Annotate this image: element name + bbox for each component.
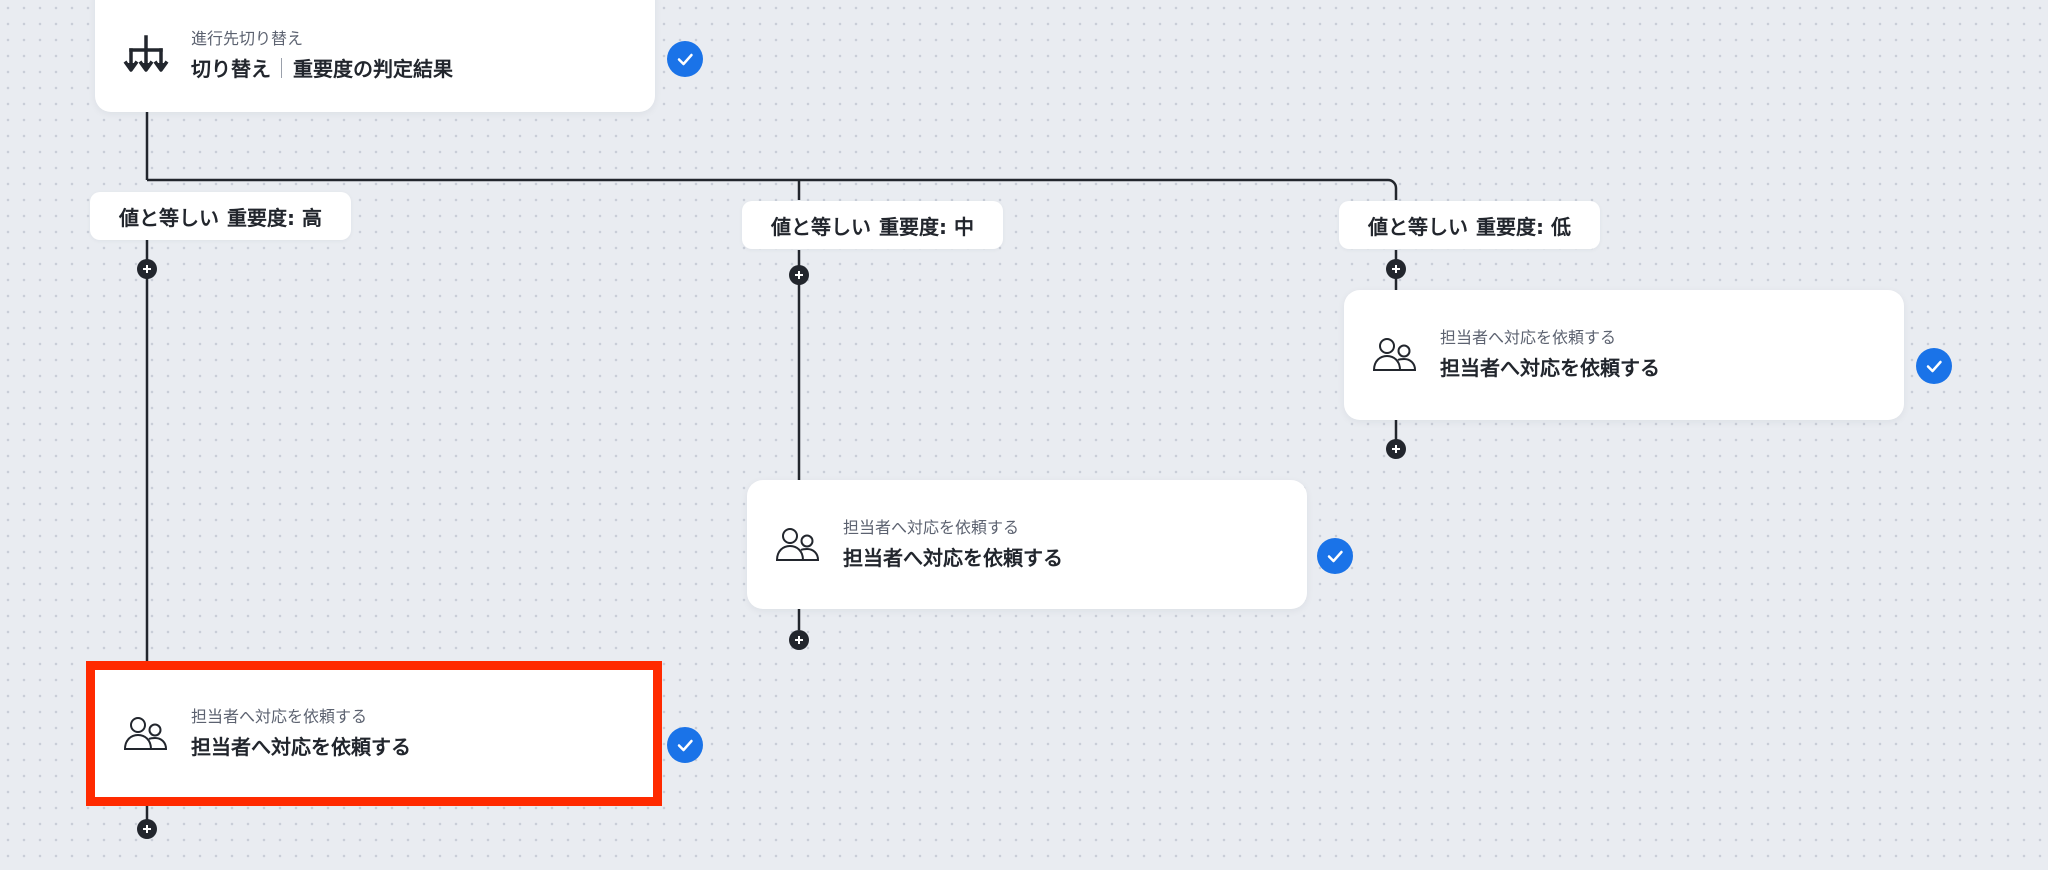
switch-node[interactable]: 進行先切り替え 切り替え重要度の判定結果 (95, 0, 655, 112)
plus-icon (795, 271, 803, 279)
check-icon (1916, 348, 1952, 384)
branch-condition-medium[interactable]: 値と等しい重要度: 中 (742, 201, 1003, 249)
branch-condition-value: 重要度: 低 (1476, 214, 1571, 239)
task-node-subtitle: 担当者へ対応を依頼する (843, 517, 1020, 537)
check-icon (667, 727, 703, 763)
add-step-button[interactable] (1386, 259, 1406, 279)
plus-icon (143, 265, 151, 273)
add-step-button[interactable] (137, 259, 157, 279)
people-icon (775, 522, 821, 568)
check-icon (667, 41, 703, 77)
plus-icon (143, 825, 151, 833)
plus-icon (1392, 445, 1400, 453)
task-node-title: 担当者へ対応を依頼する (843, 545, 1063, 570)
switch-node-subtitle: 進行先切り替え (191, 29, 304, 48)
title-divider (281, 58, 282, 78)
branch-condition-operator: 値と等しい (1368, 214, 1469, 239)
task-node-high[interactable]: 担当者へ対応を依頼する 担当者へ対応を依頼する (86, 661, 662, 806)
task-node-low[interactable]: 担当者へ対応を依頼する 担当者へ対応を依頼する (1344, 290, 1904, 420)
plus-icon (795, 636, 803, 644)
task-node-title: 担当者へ対応を依頼する (191, 734, 411, 759)
task-node-title: 担当者へ対応を依頼する (1440, 356, 1660, 380)
switch-node-title-prefix: 切り替え (191, 57, 271, 81)
people-icon (1372, 332, 1418, 378)
add-step-button[interactable] (1386, 439, 1406, 459)
switch-node-title-main: 重要度の判定結果 (293, 57, 453, 81)
branch-condition-operator: 値と等しい (119, 205, 220, 230)
task-node-medium[interactable]: 担当者へ対応を依頼する 担当者へ対応を依頼する (747, 480, 1307, 609)
branch-condition-value: 重要度: 高 (227, 205, 322, 230)
add-step-button[interactable] (137, 819, 157, 839)
plus-icon (1392, 265, 1400, 273)
add-step-button[interactable] (789, 630, 809, 650)
task-node-subtitle: 担当者へ対応を依頼する (1440, 328, 1617, 347)
add-step-button[interactable] (789, 265, 809, 285)
task-node-subtitle: 担当者へ対応を依頼する (191, 706, 368, 726)
branch-condition-value: 重要度: 中 (879, 214, 974, 239)
branch-condition-low[interactable]: 値と等しい重要度: 低 (1339, 201, 1600, 249)
switch-node-title: 切り替え重要度の判定結果 (191, 54, 453, 84)
branch-split-icon (123, 33, 169, 79)
check-icon (1317, 538, 1353, 574)
branch-condition-high[interactable]: 値と等しい重要度: 高 (90, 192, 351, 240)
people-icon (123, 711, 169, 757)
branch-condition-operator: 値と等しい (771, 214, 872, 239)
